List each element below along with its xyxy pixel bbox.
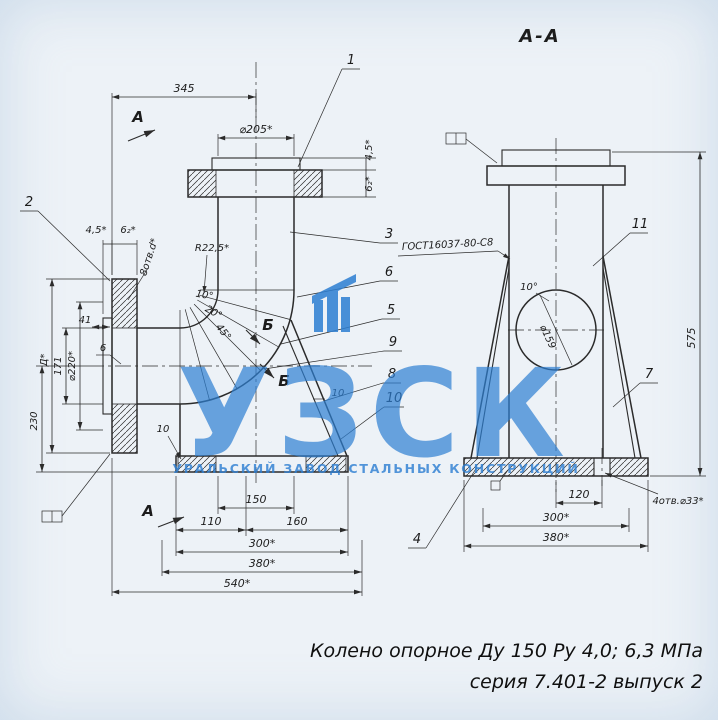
weld-tag-top: [445, 132, 498, 164]
bolt-holes-note: 8отв.d*: [138, 237, 160, 277]
support-stand: [175, 319, 349, 473]
anchor-holes-note: 4отв.⌀33*: [652, 496, 703, 507]
dim-380: 380*: [249, 557, 276, 570]
dim-62-top: 6₂*: [364, 176, 375, 191]
callout-5: 5: [387, 303, 395, 318]
view-arrow-top: А: [127, 108, 156, 142]
angle-10-right: 10°: [520, 282, 538, 293]
weld-note: ГОСТ16037-80-С8: [397, 237, 511, 260]
watermark-subtitle: УРАЛЬСКИЙ ЗАВОД СТАЛЬНЫХ КОНСТРУКЦИЙ: [172, 461, 579, 476]
support-column: [486, 149, 626, 458]
dim-41: 41: [79, 315, 92, 326]
left-view: Б Б А А 345 ⌀205*: [20, 53, 404, 596]
callout-2: 2: [25, 195, 33, 210]
dim-300: 300*: [249, 537, 276, 550]
view-arrow-bottom: А: [141, 502, 185, 528]
left-view-dimensions: 345 ⌀205* 4,5* 6₂* 4,5* 6₂* 8отв.d*: [29, 82, 376, 596]
dim-575: 575: [685, 328, 698, 349]
view-arrow-top-label: А: [131, 108, 144, 126]
angle-20: 20°: [203, 304, 224, 322]
angle-10: 10°: [195, 289, 214, 303]
dim-150: 150: [246, 493, 267, 506]
weld-symbol-base: [490, 469, 509, 491]
callout-8: 8: [388, 367, 396, 382]
section-b-label-2: Б: [278, 372, 289, 390]
base-plate: [463, 457, 649, 477]
callout-10: 10: [386, 391, 403, 406]
title-line-2: серия 7.401-2 выпуск 2: [470, 671, 703, 693]
dim-345: 345: [174, 82, 195, 95]
dim-45-left: 4,5*: [86, 225, 107, 236]
dim-300-right: 300*: [543, 511, 570, 524]
title-line-1: Колено опорное Ду 150 Ру 4,0; 6,3 МПа: [310, 640, 703, 662]
dim-D: Д*: [39, 354, 50, 368]
dim-10-plate: 10: [332, 388, 345, 399]
left-flange: [102, 278, 138, 454]
dim-205: ⌀205*: [239, 123, 273, 136]
dim-160: 160: [287, 515, 308, 528]
dim-230: 230: [29, 411, 40, 430]
callout-6: 6: [385, 265, 393, 280]
section-b-label-1: Б: [262, 316, 273, 334]
callout-1: 1: [347, 53, 355, 68]
dim-10-base: 10: [157, 424, 170, 435]
dim-120: 120: [569, 488, 590, 501]
top-flange: [187, 157, 323, 198]
gussets: [470, 255, 642, 459]
section-dimensions: 575 120 300* 380* 4отв.⌀33*: [463, 151, 706, 552]
dim-45-top: 4,5*: [364, 140, 375, 161]
watermark-logo: УЗСК: [177, 343, 571, 485]
callout-4: 4: [413, 532, 421, 547]
dim-380-right: 380*: [543, 531, 570, 544]
dim-62-left: 6₂*: [120, 225, 135, 236]
elbow-segment-fan: [179, 289, 294, 404]
view-arrow-bottom-label: А: [141, 502, 154, 520]
watermark-building-icon: [312, 274, 356, 332]
callout-7: 7: [645, 367, 654, 382]
weld-note-text: ГОСТ16037-80-С8: [402, 237, 494, 253]
weld-tag-left: [41, 453, 111, 523]
watermark: УЗСК УРАЛЬСКИЙ ЗАВОД СТАЛЬНЫХ КОНСТРУКЦИ…: [172, 274, 579, 485]
dim-540: 540*: [224, 577, 251, 590]
title-block: Колено опорное Ду 150 Ру 4,0; 6,3 МПа се…: [310, 640, 703, 693]
dim-110: 110: [201, 515, 222, 528]
section-callouts: 11 7 4: [408, 217, 658, 549]
section-b-marks: Б Б: [245, 316, 290, 390]
centerlines: [88, 62, 372, 486]
section-view-label: А-А: [517, 26, 560, 47]
callout-3: 3: [385, 227, 393, 242]
section-view: А-А ⌀159 10°: [397, 26, 706, 552]
callout-9: 9: [389, 335, 397, 350]
dim-6: 6: [100, 343, 106, 354]
dim-radius: R22,5*: [195, 243, 229, 254]
callout-11: 11: [632, 217, 649, 232]
left-view-callouts: 1 2 3 6 5 9 8 10: [20, 53, 404, 440]
